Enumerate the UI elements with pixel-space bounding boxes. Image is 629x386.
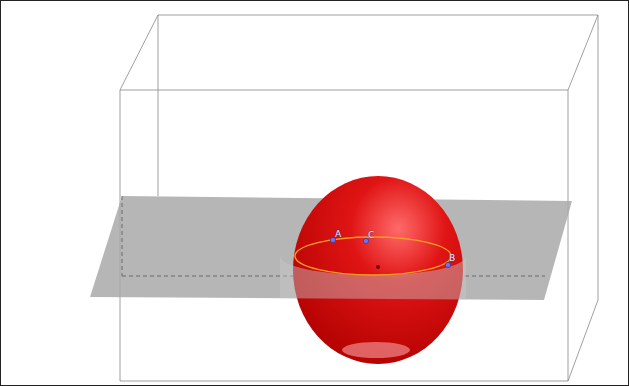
point-label: A <box>335 229 341 239</box>
point-label: C <box>368 230 374 240</box>
intersection-circle <box>295 237 451 275</box>
plane-front <box>90 196 572 300</box>
point-label: B <box>449 253 455 263</box>
sphere-shadow <box>342 342 410 358</box>
center-point <box>376 265 380 269</box>
points <box>330 237 450 267</box>
hidden-edge <box>122 196 123 276</box>
